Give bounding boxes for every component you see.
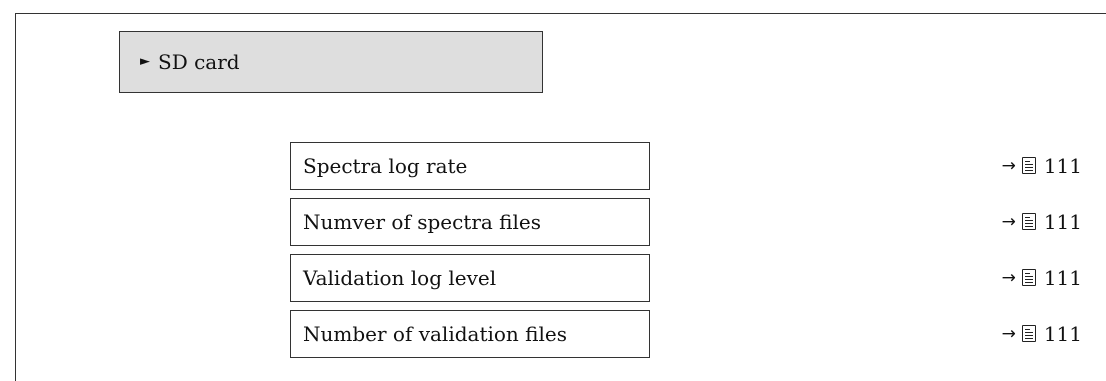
arrow-right-icon: → xyxy=(1001,212,1016,232)
page-reference-icon xyxy=(1021,212,1036,230)
parameter-number-of-validation-files[interactable]: Number of validation files xyxy=(290,310,650,358)
parameter-label: Spectra log rate xyxy=(303,154,468,178)
parameter-spectra-log-rate[interactable]: Spectra log rate xyxy=(290,142,650,190)
parameter-label: Validation log level xyxy=(303,266,497,290)
frame-left-border xyxy=(15,13,16,381)
page-reference[interactable]: → 111 xyxy=(1002,254,1082,302)
submenu-arrow-icon: ► xyxy=(140,53,150,69)
page-reference-icon xyxy=(1021,268,1036,286)
page-reference-icon xyxy=(1021,156,1036,174)
frame-top-border xyxy=(15,13,1106,14)
page-number: 111 xyxy=(1043,210,1082,234)
submenu-sd-card[interactable]: ► SD card xyxy=(119,31,543,93)
page-reference[interactable]: → 111 xyxy=(1002,310,1082,358)
page-reference-icon xyxy=(1021,324,1036,342)
parameter-label: Number of validation files xyxy=(303,322,567,346)
page-reference[interactable]: → 111 xyxy=(1002,142,1082,190)
page-number: 111 xyxy=(1043,154,1082,178)
page-reference[interactable]: → 111 xyxy=(1002,198,1082,246)
arrow-right-icon: → xyxy=(1001,268,1016,288)
parameter-label: Numver of spectra files xyxy=(303,210,542,234)
parameter-number-of-spectra-files[interactable]: Numver of spectra files xyxy=(290,198,650,246)
submenu-title: SD card xyxy=(158,50,240,74)
page-number: 111 xyxy=(1043,266,1082,290)
arrow-right-icon: → xyxy=(1001,324,1016,344)
page-number: 111 xyxy=(1043,322,1082,346)
arrow-right-icon: → xyxy=(1001,156,1016,176)
parameter-validation-log-level[interactable]: Validation log level xyxy=(290,254,650,302)
